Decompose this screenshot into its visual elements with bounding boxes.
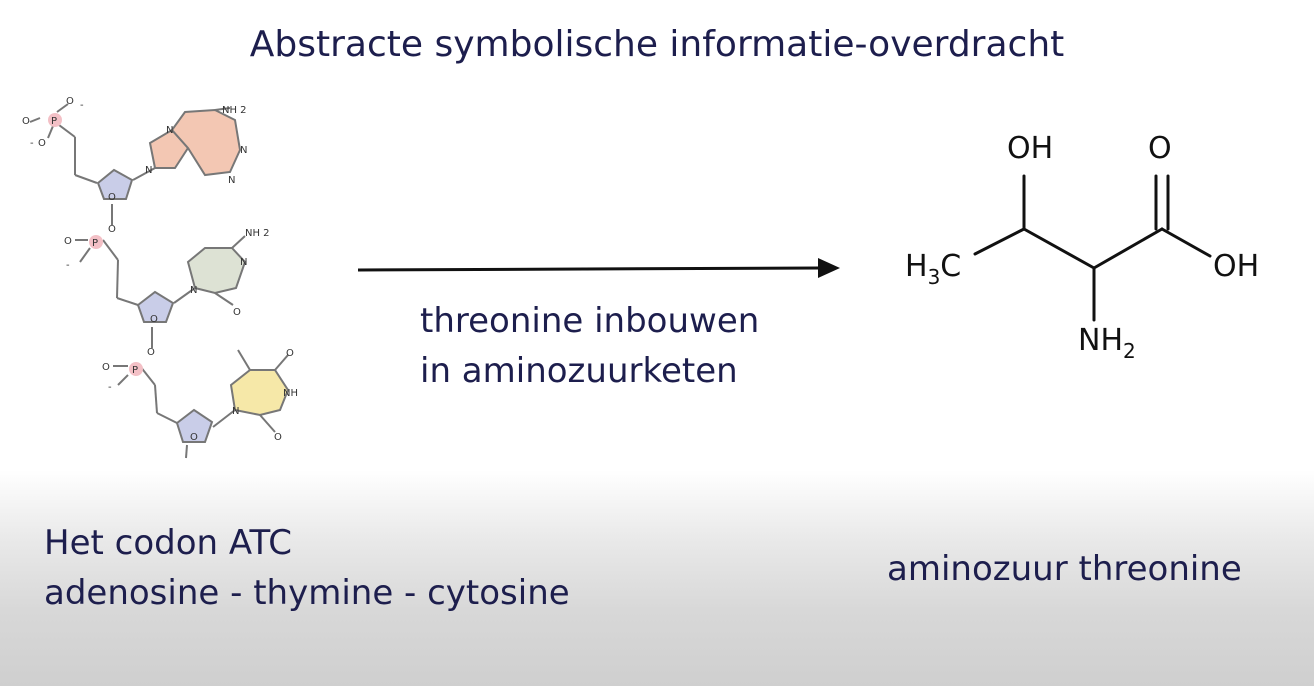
dna-label-p: P [92, 238, 98, 249]
sugar-ring-1 [96, 168, 134, 200]
dna-label-o: O [38, 138, 46, 149]
dna-label-o: O [147, 347, 155, 358]
dna-nucleotide-diagram: NH 2 NH 2 NH N N N N N N N O O O O O O O… [22, 96, 298, 459]
dna-label-o: O [102, 362, 110, 373]
codon-caption-line-2: adenosine - thymine - cytosine [44, 573, 570, 613]
arrow-label-line-2: in aminozuurketen [420, 351, 738, 391]
codon-caption-line-1: Het codon ATC [44, 523, 292, 563]
slide-title: Abstracte symbolische informatie-overdra… [249, 24, 1065, 65]
amino-acid-caption: aminozuur threonine [887, 549, 1242, 589]
methyl-label: H3C [905, 249, 961, 289]
dna-label-o: O [66, 96, 74, 107]
codon-caption: Het codon ATC adenosine - thymine - cyto… [44, 518, 570, 618]
oh-right-label: OH [1213, 249, 1259, 284]
dna-label-p: P [51, 116, 57, 127]
adenine-six-ring [170, 108, 242, 177]
dna-label-o: O [22, 116, 30, 127]
dna-label-n: N [190, 285, 197, 296]
dna-label-minus: - [108, 382, 112, 393]
dna-label-o: O [64, 236, 72, 247]
sugar-ring-3 [175, 408, 214, 443]
carbonyl-o-label: O [1148, 131, 1172, 166]
dna-label-n: N [228, 175, 235, 186]
arrow-label-line-1: threonine inbouwen [420, 301, 760, 341]
phosphate-2 [89, 235, 103, 249]
oh-top-label: OH [1007, 131, 1053, 166]
dna-label-nh: NH [283, 388, 298, 399]
sugar-ring-2 [136, 290, 175, 323]
dna-label-p: P [132, 365, 138, 376]
dna-label-n: N [240, 145, 247, 156]
phosphate-3 [129, 362, 143, 376]
dna-label-o: O [274, 432, 282, 443]
dna-label-n: N [145, 165, 152, 176]
dna-label-minus: - [30, 138, 34, 149]
phosphate-1 [48, 113, 62, 127]
dna-label-o: O [108, 192, 116, 203]
dna-label-nh2: NH 2 [222, 105, 247, 116]
dna-label-o: O [190, 432, 198, 443]
dna-label-minus: - [66, 260, 70, 271]
dna-label-n: N [166, 125, 173, 136]
thymine-ring [229, 369, 290, 417]
cytosine-ring [186, 247, 247, 295]
dna-label-minus: - [80, 100, 84, 111]
dna-label-o: O [233, 307, 241, 318]
dna-label-n: N [232, 406, 239, 417]
dna-label-o: O [150, 314, 158, 325]
arrow-head [818, 258, 840, 278]
dna-label-nh2: NH 2 [245, 228, 270, 239]
dna-label-o: O [108, 224, 116, 235]
dna-label-o: O [286, 348, 294, 359]
dna-label-n: N [240, 257, 247, 268]
arrow-label: threonine inbouwen in aminozuurketen [420, 296, 759, 396]
amine-label: NH2 [1078, 323, 1136, 363]
